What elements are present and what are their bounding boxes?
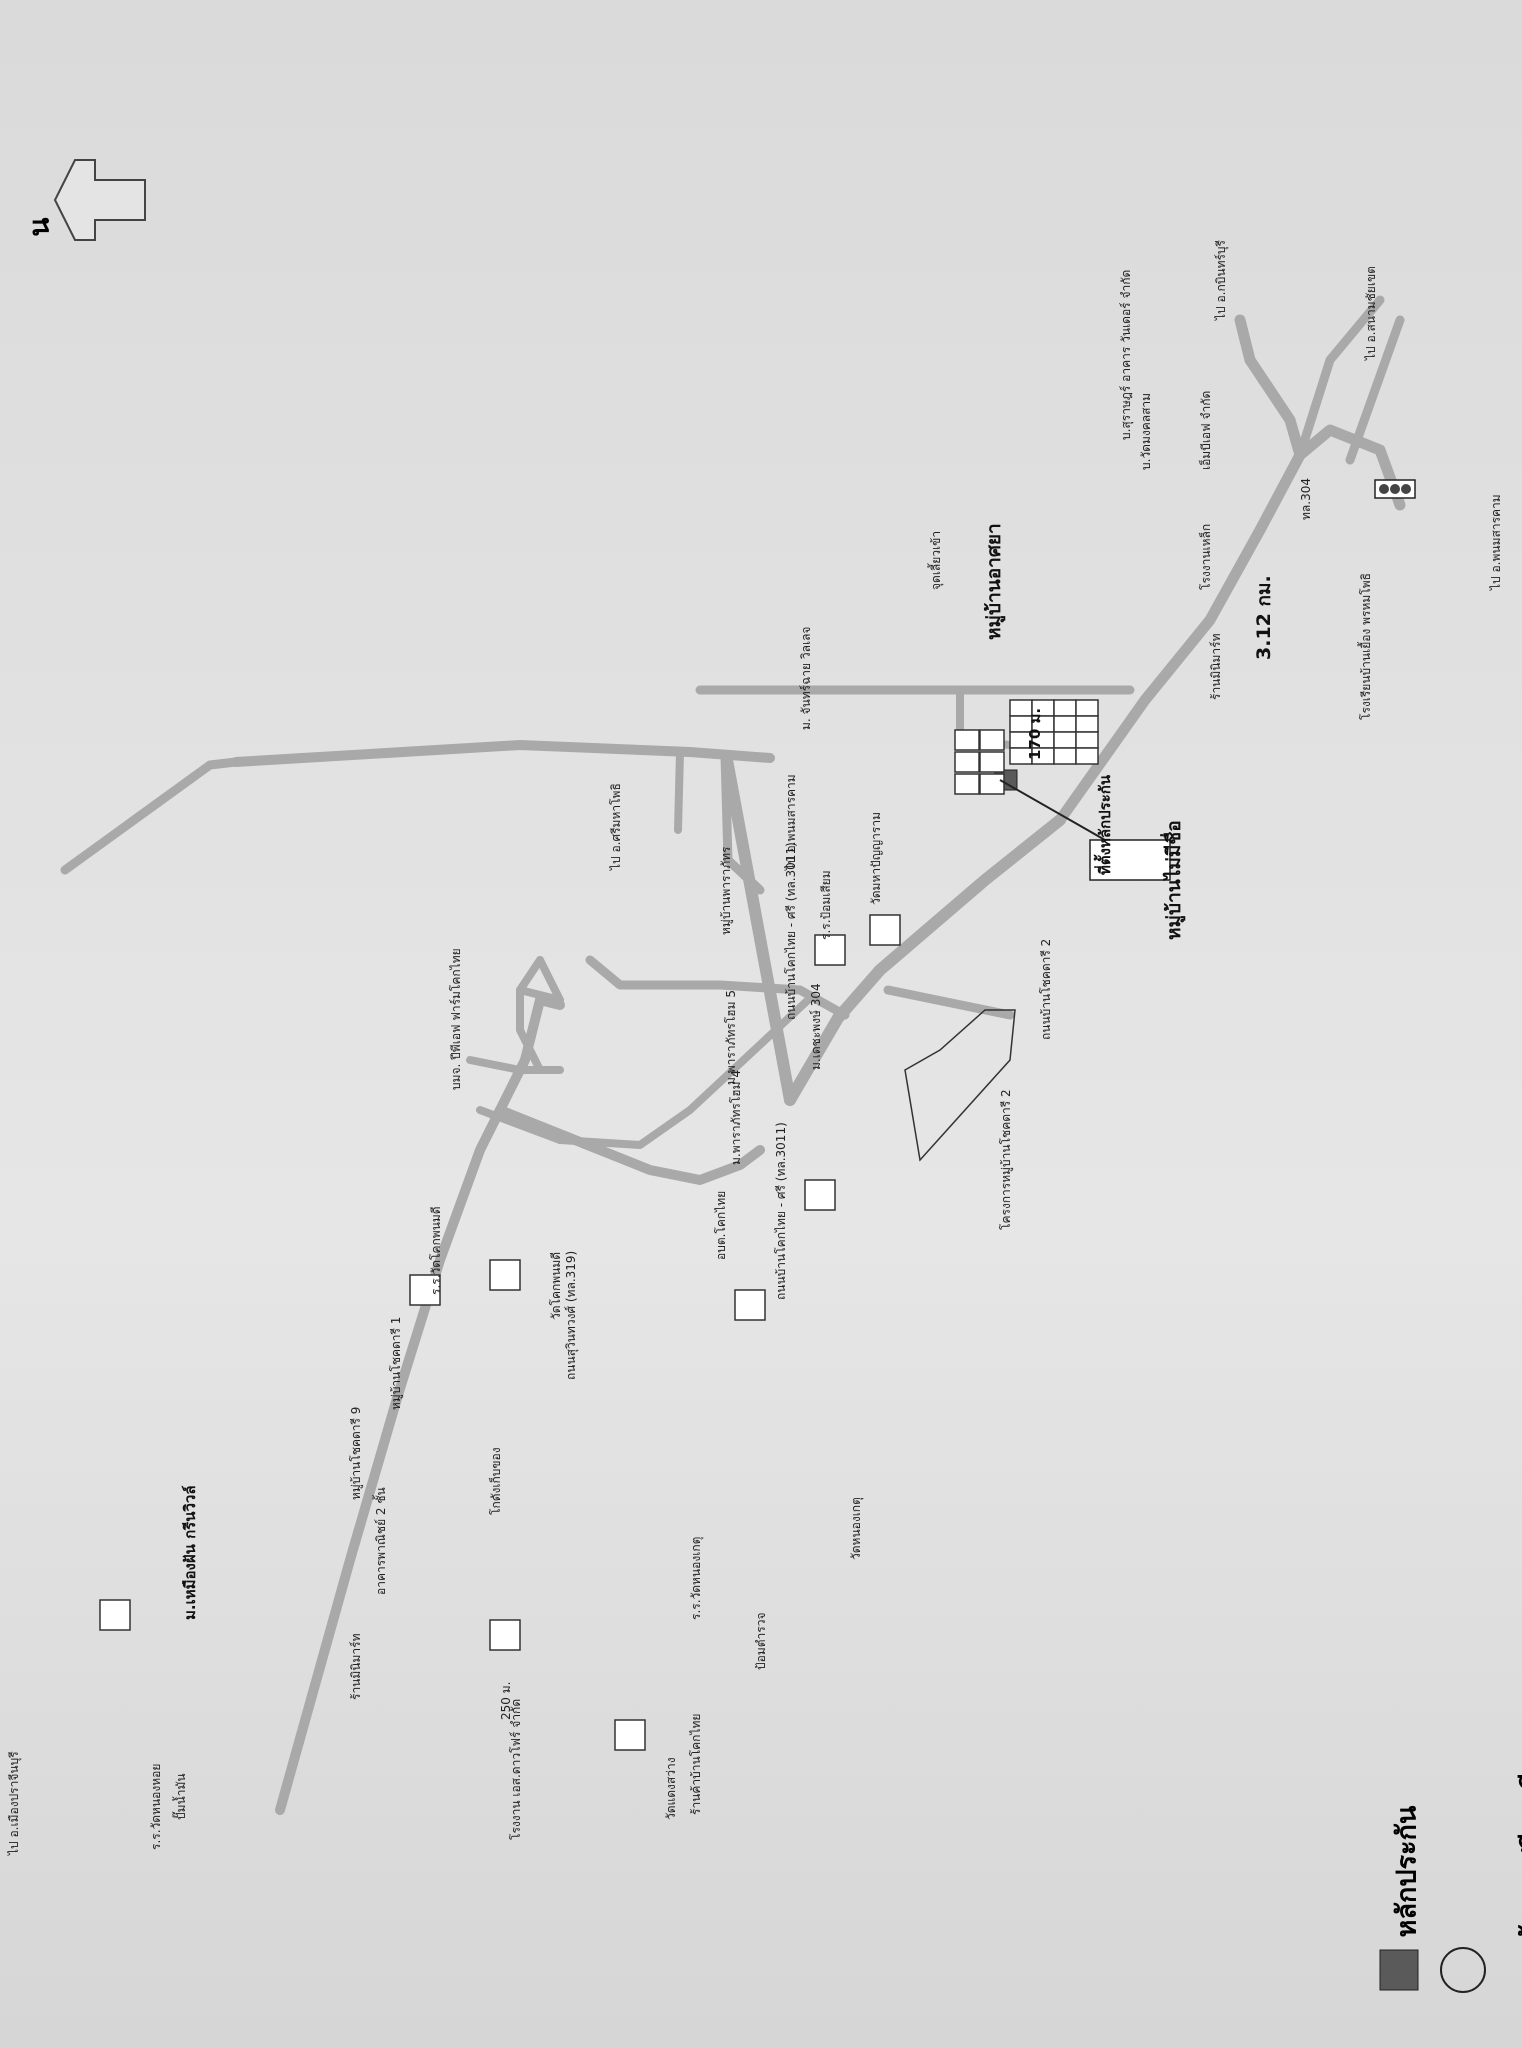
mini-mart-2-label: ร้านมินิมาร์ท [1209, 633, 1223, 700]
school-pho-label: ร.ร.ป้อมเสียม [819, 870, 833, 940]
road-wat-daeng [674, 748, 684, 834]
guarantee-pointer-line [999, 779, 1106, 841]
project-2-outline [904, 1009, 1016, 1162]
north-label: น [22, 217, 56, 237]
moo-baan-para-label: หมู่บ้านพาราภัทร [719, 846, 734, 935]
warehouse-label: โกดังเก็บของ [488, 1447, 503, 1515]
wat-daeng-label: วัดแดงสว่าง [664, 1757, 678, 1820]
steel-factory-label: โรงงานเหล็ก [1198, 524, 1213, 590]
school-nong-ket-label: ร.ร.วัดหนองเกตุ [689, 1537, 704, 1620]
pharma-5-label: ม.พาราภัทรโฮม 5 [724, 990, 738, 1085]
project-2-label: โครงการหมู่บ้านโชคดารี 2 [999, 1089, 1014, 1230]
road-village-2-label: ถนนบ้านโชคดารี 2 [1039, 939, 1053, 1040]
company-label: บ.วัดมงคลสาม [1139, 393, 1153, 470]
road-319-label: ถนนสุวินทวงศ์ (ทล.319) [564, 1251, 579, 1380]
steel-shop-label: บ.สุราษฎร์ อาคาร วันเดอร์ จำกัด [1119, 270, 1134, 440]
school-wat-nong-hoi-label: ร.ร.วัดหนองหอย [149, 1764, 163, 1850]
village-plots-left [954, 729, 1005, 795]
guarantee-pointer-label: ที่ตั้งหลักประกัน [1093, 774, 1114, 875]
road-bend [535, 995, 565, 1010]
shop-khok-label: ร้านค้าบ้านโคกไทย [689, 1714, 703, 1815]
dir-si-maha-phot-label: ไป อ.ศรีมหาโพธิ [609, 783, 623, 871]
school-icon [409, 1274, 441, 1306]
legend-comparison-label: ข้อมูลเปรียบเทียบ [1516, 1740, 1522, 1943]
school-sri-label: โรงเรียนบ้านเยื้อง พรหมโพธิ [1357, 573, 1373, 720]
mini-mart-1-label: ร้านมินิมาร์ท [349, 1633, 363, 1700]
cement-label: เอ็มบีเอฟ จำกัด [1198, 391, 1213, 470]
legend-guarantee-label: หลักประกัน [1391, 1805, 1423, 1938]
intersection-note-label: จุดเลี้ยวเข้า [927, 531, 944, 590]
temple-icon [804, 1179, 836, 1211]
road-304-label: ทล.304 [1299, 478, 1313, 520]
temple-icon [614, 1719, 646, 1751]
guarantee-pointer-box [1089, 839, 1171, 881]
temple-icon [869, 914, 901, 946]
distance-312-label: 3.12 กม. [1253, 575, 1275, 660]
temple-icon [489, 1259, 521, 1291]
dechapong-label: ม.เดชะพงษ์ 304 [809, 983, 823, 1070]
dir-kabin-buri-label: ไป อ.กบินทร์บุรี [1214, 239, 1229, 321]
moo-baan-muang-label: ม.เหมืองฝัน กรีนวิวล์ [181, 1485, 199, 1620]
roads-visible [466, 295, 1406, 1149]
road-north-diagonal [275, 1105, 505, 1815]
road-to-pharma [495, 1105, 765, 1185]
moo-baan-mai-label: หมู่บ้านไม่มีชื่อ [1160, 820, 1186, 940]
temple-icon [489, 1619, 521, 1651]
police-box-label: ป้อมตำรวจ [754, 1613, 768, 1670]
housing-kaoban-label: หมู่บ้านโชคดารี 9 [349, 1407, 364, 1500]
wat-khok-label: วัดโคกพนมดี [549, 1252, 563, 1320]
pharma-4-label: ม.พาราภัทรโฮม 4 [729, 1070, 743, 1165]
wat-mahapanya-label: วัดมหาปัญญาราม [869, 812, 883, 905]
road-319 [231, 740, 775, 767]
moo-baan-chan-label: ม. จันทร์ฉาย วิลเลจ [799, 627, 813, 730]
wat-nong-ket-label: วัดหนองเกตุ [849, 1497, 864, 1560]
legend-guarantee-icon [1379, 1949, 1419, 1991]
school-icon [814, 934, 846, 966]
distance-170-label: 170 ม. [1026, 708, 1044, 760]
factory-label: โรงงาน เอส.ดาวโฟร์ จำกัด [509, 1699, 523, 1840]
road-3011-a-label: ถนนบ้านโคกไทย - ศรี (ทล.3011) [774, 1122, 788, 1300]
dir-phanom-sarakham-1-label: ไป อ.พนมสารคาม [784, 774, 798, 871]
school-wat-khok-label: ร.ร.วัดโคกพนมดี [429, 1206, 443, 1295]
school-icon [99, 1599, 131, 1631]
road-to-prachinburi [60, 757, 241, 875]
dir-phanom-sarakham-2-label: ไป อ.พนมสารคาม [1489, 494, 1503, 591]
moo-baan-asaya-label: หมู่บ้านอาศยา [983, 523, 1006, 640]
gas-station-label: ปั๊มน้ำมัน [172, 1773, 188, 1820]
pipe-factory-label: บมจ. ปีพีเอฟ ฟาร์มโคกไทย [449, 948, 463, 1090]
village-plots-asaya [1009, 699, 1099, 765]
shop-2fl-label: อาคารพาณิชย์ 2 ชั้น [372, 1487, 388, 1595]
distance-250-label: 250 ม. [499, 1682, 513, 1720]
school-icon [734, 1289, 766, 1321]
dir-prachinburi-label: ไป อ.เมืองปราจีนบุรี [7, 1751, 22, 1856]
sao-khok-thai-label: อบต.โคกไทย [714, 1191, 728, 1260]
legend-comparison-icon [1440, 1947, 1486, 1993]
housing-1-label: หมู่บ้านโชคดารี 1 [389, 1317, 404, 1410]
dir-sanam-chai-khet-label: ไป อ.สนามชัยเขต [1364, 266, 1378, 361]
north-arrow-icon [53, 159, 146, 241]
temple-icons [99, 914, 901, 1751]
road-3011-b-label: ถนนบ้านโคกไทย - ศรี (ทล.3011) [784, 842, 798, 1020]
road-north-diagonal-2 [495, 995, 545, 1115]
